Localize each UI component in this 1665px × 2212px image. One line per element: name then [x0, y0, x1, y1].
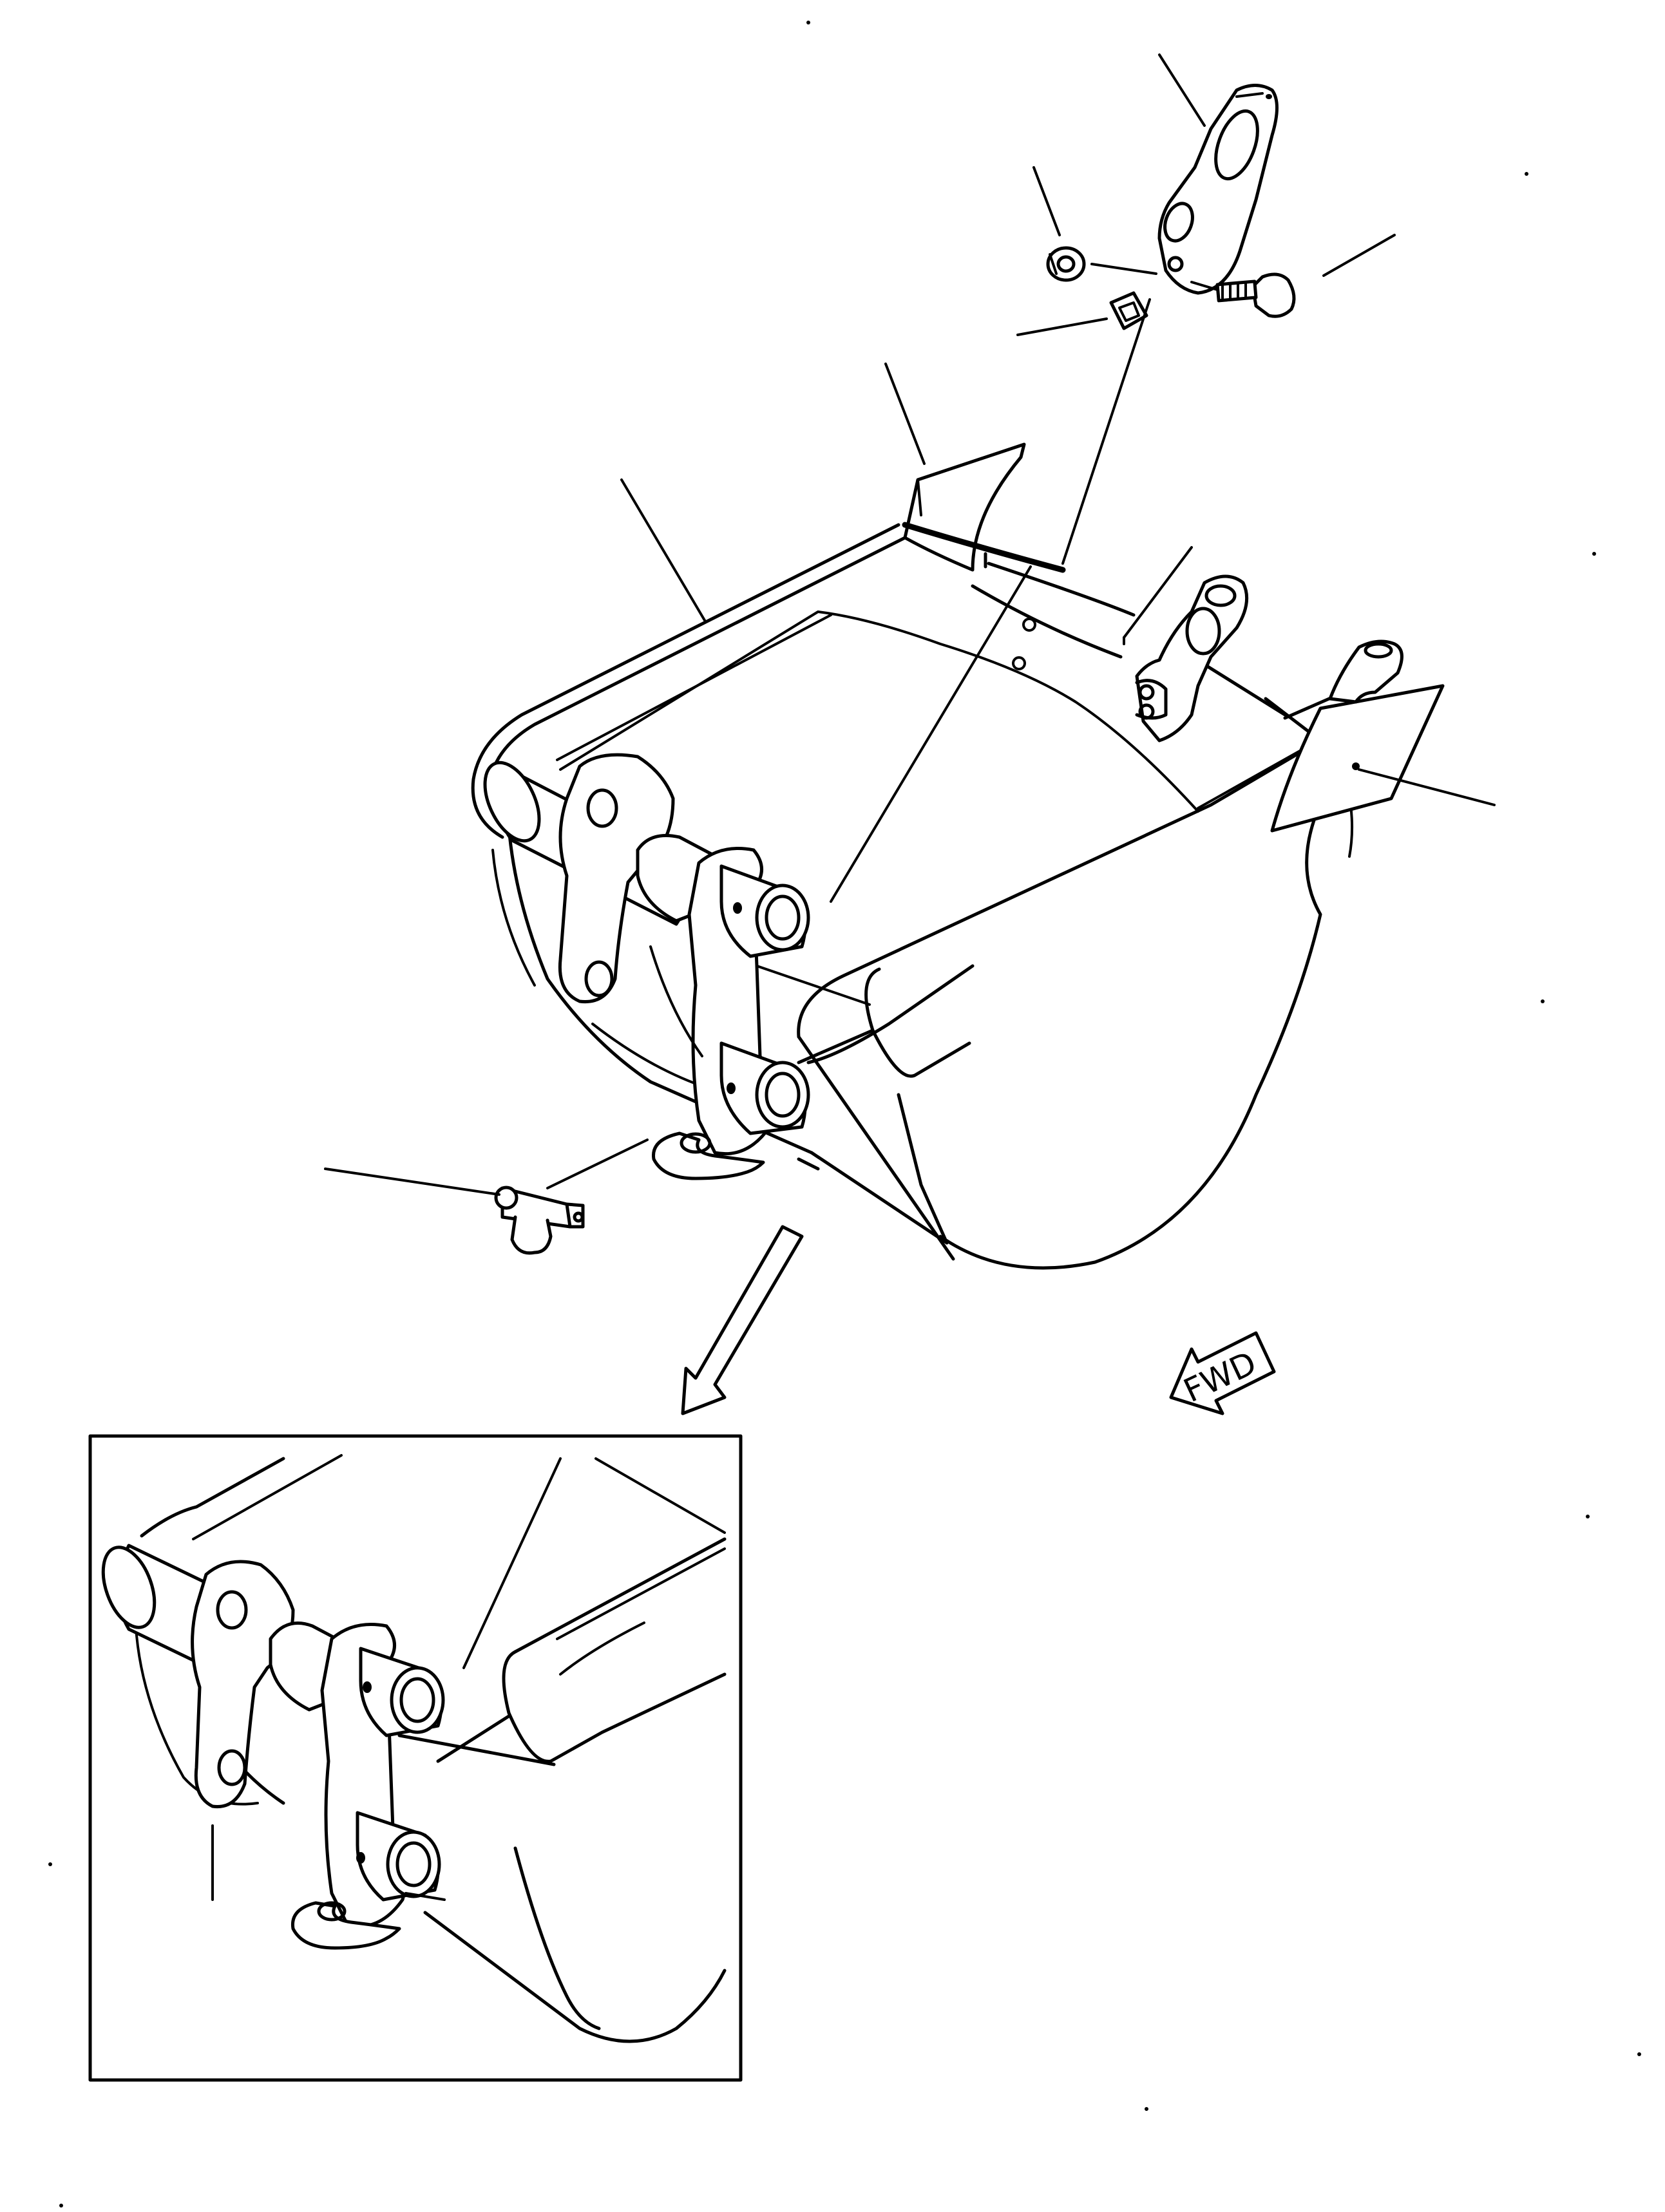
detail-frame [88, 1434, 743, 2082]
speck [48, 1862, 52, 1866]
side-cutter-left [903, 442, 1026, 572]
detail-inset [88, 1434, 743, 2082]
leader-lines [324, 53, 1496, 1196]
speck [59, 2204, 63, 2207]
tooth-exploded [1157, 84, 1279, 295]
hinge-assembly [483, 753, 871, 1180]
speck [1541, 999, 1545, 1003]
speck [1145, 2107, 1148, 2111]
nut [1046, 246, 1086, 282]
side-wall-hole [1012, 656, 1026, 670]
side-cutter-right [1270, 684, 1445, 833]
lock-washer [1109, 291, 1148, 330]
tooth-shank-far [1328, 639, 1403, 704]
speck [1592, 552, 1596, 556]
tooth-shank-mounted [1135, 574, 1249, 742]
bolt [1215, 272, 1296, 318]
lock-pin [494, 1186, 585, 1255]
speck [1525, 172, 1528, 176]
side-wall-hole [1022, 618, 1036, 632]
speck [1586, 1515, 1590, 1518]
speck [1637, 2052, 1641, 2056]
detail-view-arrow [681, 1225, 804, 1415]
speck [806, 21, 810, 24]
fwd-arrow: FWD [1169, 1331, 1276, 1415]
